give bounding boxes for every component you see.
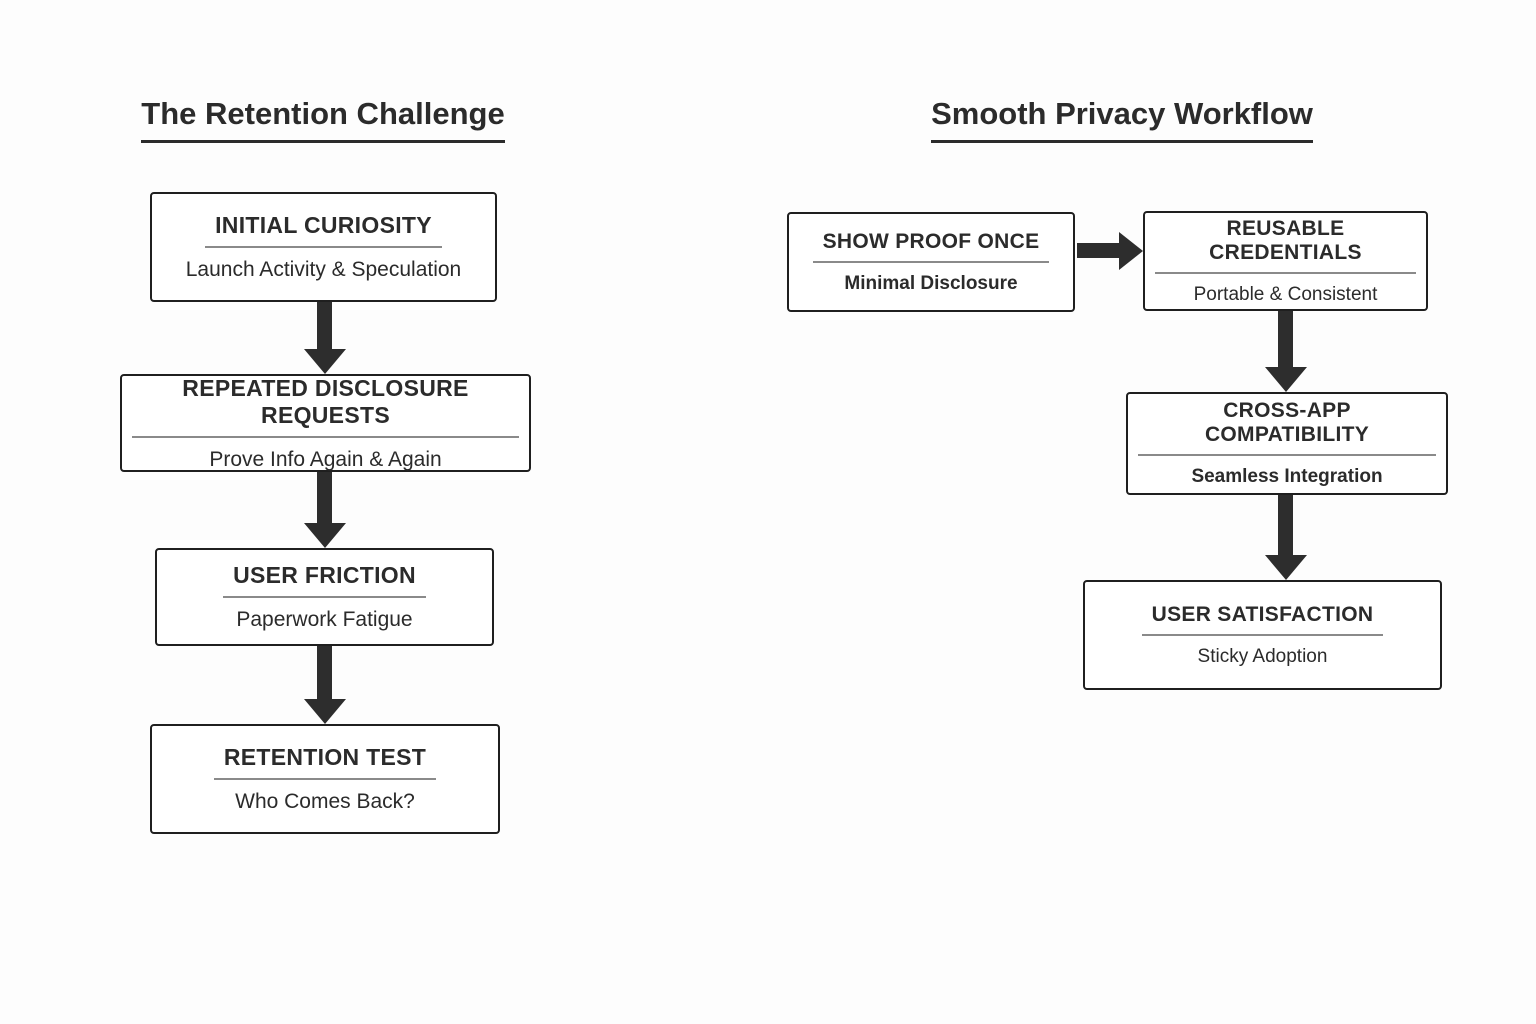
right-flow-title-text: Smooth Privacy Workflow [931, 96, 1313, 143]
box-subtitle: Prove Info Again & Again [209, 447, 442, 471]
box-subtitle: Sticky Adoption [1197, 645, 1328, 667]
arrow-right-icon [1077, 243, 1119, 258]
box-subtitle: Minimal Disclosure [844, 272, 1018, 294]
box-title: CROSS-APP COMPATIBILITY [1138, 399, 1436, 456]
left-flow-title-text: The Retention Challenge [141, 96, 505, 143]
box-title: RETENTION TEST [213, 744, 437, 780]
arrow-down-icon [317, 472, 332, 523]
box-title: REUSABLE CREDENTIALS [1155, 217, 1416, 274]
flow-box-retention-test: RETENTION TEST Who Comes Back? [150, 724, 500, 834]
box-subtitle: Paperwork Fatigue [236, 608, 413, 631]
box-subtitle: Seamless Integration [1191, 466, 1383, 487]
flow-box-cross-app-compatibility: CROSS-APP COMPATIBILITY Seamless Integra… [1126, 392, 1448, 495]
flow-box-repeated-disclosure-requests: REPEATED DISCLOSURE REQUESTS Prove Info … [120, 374, 531, 472]
arrow-down-icon [1278, 495, 1293, 555]
box-title: USER SATISFACTION [1141, 603, 1384, 636]
left-flow-title: The Retention Challenge [63, 96, 583, 143]
box-title: SHOW PROOF ONCE [812, 230, 1050, 263]
flow-box-show-proof-once: SHOW PROOF ONCE Minimal Disclosure [787, 212, 1075, 312]
box-title: USER FRICTION [223, 562, 426, 598]
arrow-down-icon [1278, 311, 1293, 367]
flow-box-initial-curiosity: INITIAL CURIOSITY Launch Activity & Spec… [150, 192, 497, 302]
box-subtitle: Who Comes Back? [235, 790, 415, 813]
arrow-down-icon [317, 646, 332, 699]
flow-box-user-satisfaction: USER SATISFACTION Sticky Adoption [1083, 580, 1442, 690]
box-subtitle: Launch Activity & Speculation [185, 258, 462, 281]
right-flow-title: Smooth Privacy Workflow [872, 96, 1372, 143]
box-subtitle: Portable & Consistent [1193, 283, 1378, 305]
flow-box-reusable-credentials: REUSABLE CREDENTIALS Portable & Consiste… [1143, 211, 1428, 311]
box-title: REPEATED DISCLOSURE REQUESTS [132, 375, 519, 438]
arrow-down-icon [317, 302, 332, 349]
box-title: INITIAL CURIOSITY [205, 212, 442, 248]
flow-box-user-friction: USER FRICTION Paperwork Fatigue [155, 548, 494, 646]
